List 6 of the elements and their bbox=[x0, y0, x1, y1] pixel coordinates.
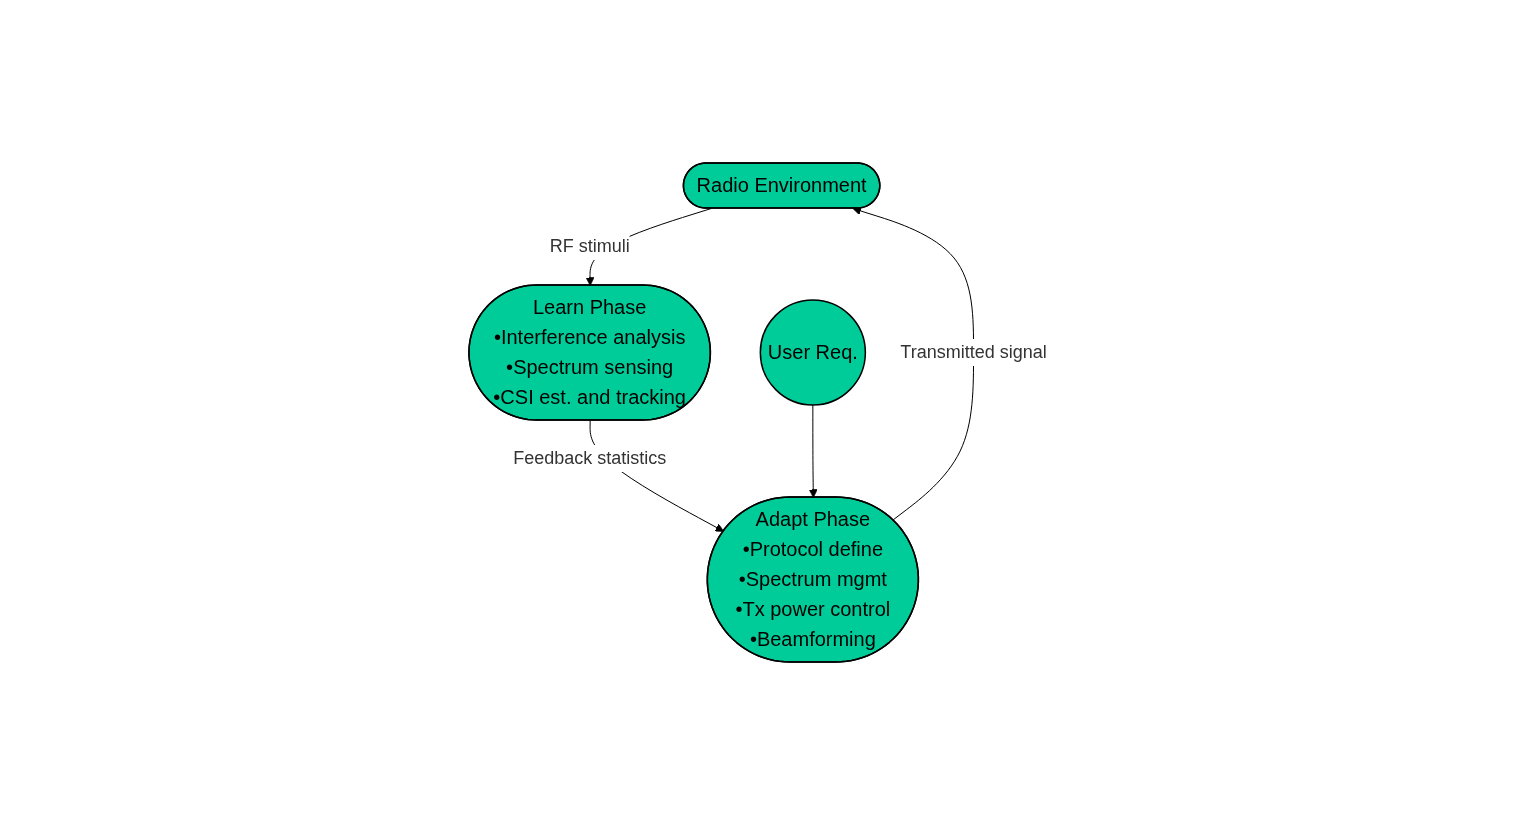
arrow bbox=[808, 404, 818, 498]
arrow bbox=[852, 206, 974, 521]
edge-label: Feedback statistics bbox=[512, 447, 666, 468]
edge-label: Transmitted signal bbox=[899, 341, 1047, 362]
edge-label: RF stimuli bbox=[549, 236, 630, 256]
node-circle: User Req. bbox=[759, 299, 866, 406]
